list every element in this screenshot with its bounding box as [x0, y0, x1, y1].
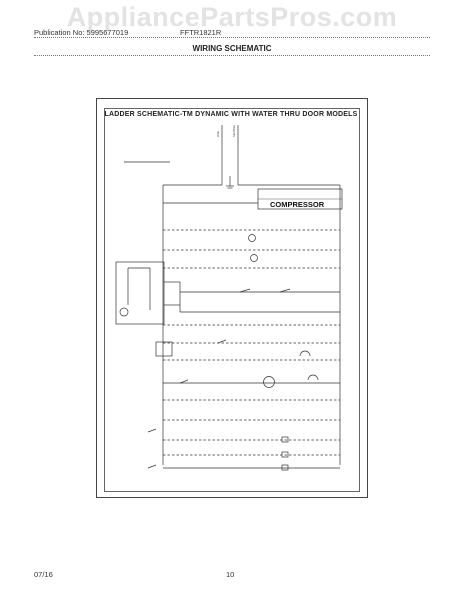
publication-number: Publication No: 5995677019: [34, 28, 129, 37]
damper-control-box: [155, 341, 173, 357]
freezer-light-bulb: [299, 350, 311, 357]
defrost-thermostat-contact: [239, 288, 251, 293]
compressor-label: COMPRESSOR: [270, 200, 325, 209]
water-ice-switch: [147, 464, 157, 469]
footer-date: 07/16: [34, 570, 53, 579]
dashed-rungs: [163, 229, 340, 456]
refrigerator-door-switch: [179, 379, 189, 384]
line-label: LINE: [216, 131, 220, 137]
model-number: FFTR1821R: [180, 28, 222, 37]
dispenser-valve: [281, 464, 289, 471]
water-valve: [281, 451, 289, 458]
defrost-heater-contact: [279, 288, 291, 293]
refrigerator-light-bulb: [263, 376, 275, 388]
defrost-timer-box: [115, 261, 165, 325]
header-rule-top: [34, 37, 430, 38]
ice-maker-valve: [281, 436, 289, 443]
condenser-fan-motor: [248, 234, 256, 242]
page-title: WIRING SCHEMATIC: [192, 44, 272, 53]
schematic-frame: [96, 98, 368, 498]
header-rule-bottom: [34, 55, 430, 56]
page-number: 10: [226, 570, 235, 579]
dispenser-light-bulb: [307, 374, 319, 381]
ice-maker-switch: [147, 428, 157, 433]
neutral-label: NEUTRAL: [232, 124, 236, 137]
schematic-heading: LADDER SCHEMATIC-TM DYNAMIC WITH WATER T…: [104, 111, 358, 118]
freezer-door-switch: [217, 339, 227, 344]
evaporator-fan-motor: [250, 254, 258, 262]
schematic-inner-border: [104, 108, 360, 492]
timer-motor-symbol: [119, 307, 129, 317]
watermark-text: AppliancePartsPros.com: [66, 2, 398, 32]
